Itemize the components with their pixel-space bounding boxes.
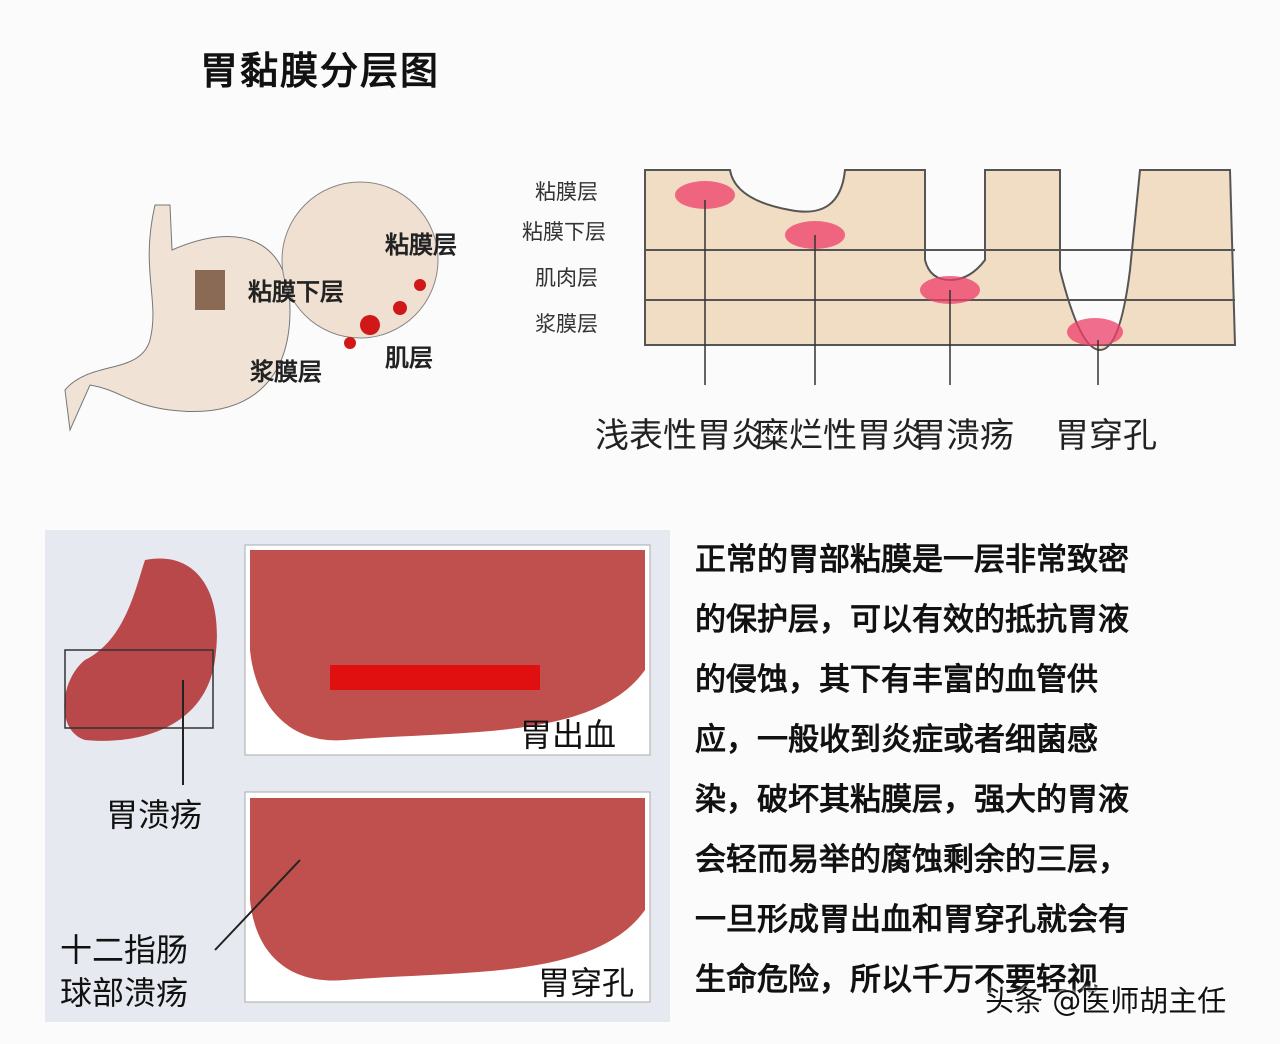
paragraph-line: 应，一般收到炎症或者细菌感 (695, 722, 1098, 758)
stomach-illustration (64, 181, 439, 432)
paragraph-line: 会轻而易举的腐蚀剩余的三层， (695, 842, 1129, 878)
stage-superficial-gastritis: 浅表性胃炎 (595, 416, 765, 456)
layer-label-muscle: 肌肉层 (535, 266, 598, 290)
label-serosa: 浆膜层 (250, 358, 322, 386)
stage-erosive-gastritis: 糜烂性胃炎 (755, 416, 925, 456)
page-title: 胃黏膜分层图 (200, 49, 441, 93)
layer-label-serosa: 浆膜层 (535, 312, 598, 336)
label-submucosa: 粘膜下层 (248, 278, 344, 306)
label-mucosa: 粘膜层 (385, 231, 457, 259)
label-bleeding: 胃出血 (520, 716, 617, 754)
stage-gastric-ulcer: 胃溃疡 (912, 416, 1014, 456)
paragraph-line: 的保护层，可以有效的抵抗胃液 (695, 602, 1129, 638)
watermark: 头条 @医师胡主任 (985, 984, 1227, 1018)
paragraph-line: 的侵蚀，其下有丰富的血管供 (695, 662, 1098, 698)
label-perforation: 胃穿孔 (538, 964, 635, 1002)
label-duodenal-1: 十二指肠 (60, 931, 189, 969)
label-ulcer: 胃溃疡 (106, 796, 203, 834)
layer-diagram (644, 169, 1237, 385)
description-paragraph: 正常的胃部粘膜是一层非常致密 的保护层，可以有效的抵抗胃液 的侵蚀，其下有丰富的… (695, 530, 1255, 1010)
paragraph-line: 染，破坏其粘膜层，强大的胃液 (695, 782, 1129, 818)
stage-perforation: 胃穿孔 (1055, 416, 1157, 456)
layer-label-mucosa: 粘膜层 (535, 180, 598, 204)
layer-label-submucosa: 粘膜下层 (522, 220, 606, 244)
paragraph-line: 正常的胃部粘膜是一层非常致密 (695, 542, 1129, 578)
paragraph-line: 生命危险，所以千万不要轻视 (695, 962, 1098, 998)
label-duodenal-2: 球部溃疡 (60, 974, 189, 1012)
label-muscle: 肌层 (385, 344, 433, 372)
paragraph-line: 一旦形成胃出血和胃穿孔就会有 (695, 902, 1129, 938)
illustration-panel (45, 530, 670, 1022)
